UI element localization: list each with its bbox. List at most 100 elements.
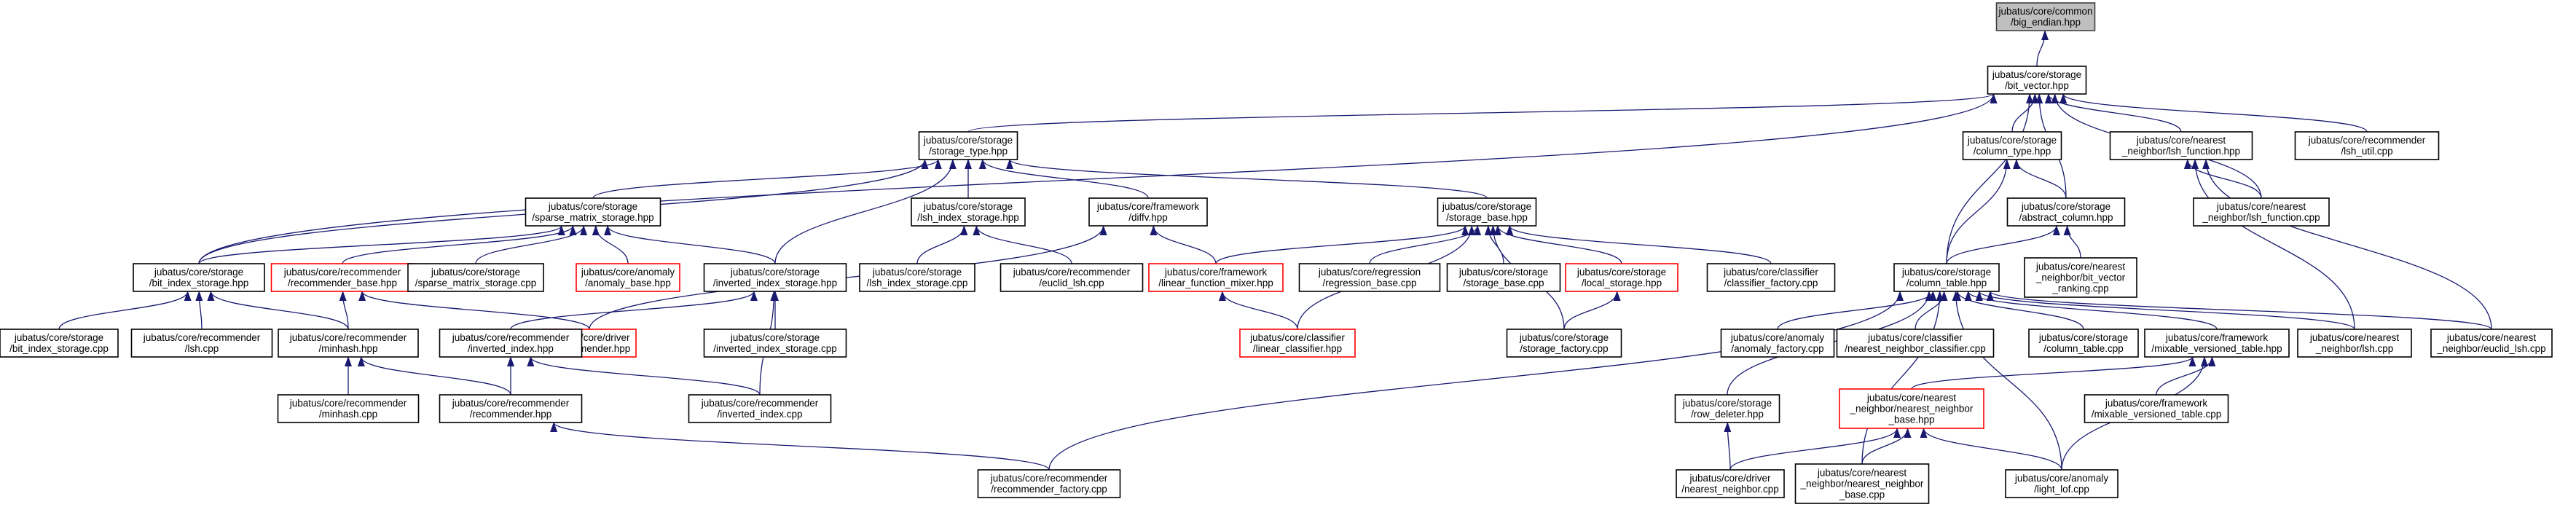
node-label-line: /storage_type.hpp: [929, 146, 1008, 157]
node-bit-vector-ranking[interactable]: jubatus/core/nearest_neighbor/bit_vector…: [2024, 257, 2137, 298]
dependency-edge: [1911, 356, 2196, 390]
node-nearest-neighbor-base-hpp[interactable]: jubatus/core/nearest_neighbor/nearest_ne…: [1839, 388, 1984, 429]
node-lsh-index-storage-cpp[interactable]: jubatus/core/storage/lsh_index_storage.c…: [859, 263, 975, 292]
node-lsh-cpp-rec[interactable]: jubatus/core/recommender/lsh.cpp: [130, 329, 273, 358]
node-box: [2028, 329, 2139, 358]
node-label-line: /storage_factory.cpp: [1520, 343, 1608, 354]
node-bit-vector[interactable]: jubatus/core/storage/bit_vector.hpp: [1987, 66, 2087, 95]
node-label-line: /lsh_index_storage.hpp: [917, 212, 1019, 223]
node-nn-euclid-lsh-cpp[interactable]: jubatus/core/nearest_neighbor/euclid_lsh…: [2430, 329, 2553, 358]
node-lsh-util[interactable]: jubatus/core/recommender/lsh_util.cpp: [2294, 131, 2440, 160]
dependency-edge: [358, 291, 590, 330]
node-label-line: jubatus/core/driver: [1689, 473, 1771, 484]
node-linear-function-mixer[interactable]: jubatus/core/framework/linear_function_m…: [1148, 263, 1284, 292]
node-label-line: jubatus/core/storage: [2021, 201, 2110, 212]
node-diffv[interactable]: jubatus/core/framework/diffv.hpp: [1088, 197, 1208, 227]
dependency-edge: [510, 291, 758, 330]
node-box: [1706, 263, 1836, 292]
node-label-line: jubatus/core/common: [1998, 6, 2092, 17]
node-recommender-base[interactable]: jubatus/core/recommender/recommender_bas…: [270, 263, 415, 292]
node-label-line: jubatus/core/recommender: [701, 398, 819, 409]
node-euclid-lsh-cpp[interactable]: jubatus/core/recommender/euclid_lsh.cpp: [1000, 263, 1144, 292]
node-label-line: jubatus/core/nearest: [2216, 201, 2306, 212]
dependency-edge: [475, 225, 588, 264]
node-box: [439, 394, 583, 423]
node-storage-factory[interactable]: jubatus/core/storage/storage_factory.cpp: [1506, 329, 1622, 358]
node-label-line: /nearest_neighbor_classifier.cpp: [1845, 343, 1986, 354]
node-box: [2109, 131, 2253, 160]
node-label-line: jubatus/core/anomaly: [1730, 332, 1825, 343]
node-linear-classifier[interactable]: jubatus/core/classifier/linear_classifie…: [1239, 329, 1356, 358]
node-box: [1720, 329, 1835, 358]
node-label-line: jubatus/core/framework: [2105, 398, 2208, 409]
node-inverted-index-storage-hpp[interactable]: jubatus/core/storage/inverted_index_stor…: [703, 263, 847, 292]
node-light-lof[interactable]: jubatus/core/anomaly/light_lof.cpp: [2005, 469, 2118, 498]
node-label-line: /lsh_index_storage.cpp: [867, 278, 968, 288]
node-local-storage[interactable]: jubatus/core/storage/local_storage.hpp: [1565, 263, 1678, 292]
node-storage-base-cpp[interactable]: jubatus/core/storage/storage_base.cpp: [1446, 263, 1561, 292]
node-box: [1676, 469, 1785, 498]
node-minhash-hpp[interactable]: jubatus/core/recommender/minhash.hpp: [278, 329, 419, 358]
node-nearest-neighbor-classifier[interactable]: jubatus/core/classifier/nearest_neighbor…: [1836, 329, 1995, 358]
node-label-line: jubatus/core/storage: [923, 201, 1013, 212]
dependency-edge: [1952, 291, 2062, 471]
node-inverted-index-cpp[interactable]: jubatus/core/recommender/inverted_index.…: [688, 394, 832, 423]
node-classifier-factory[interactable]: jubatus/core/classifier/classifier_facto…: [1706, 263, 1836, 292]
dependency-edge: [1777, 291, 1937, 330]
node-anomaly-base[interactable]: jubatus/core/anomaly/anomaly_base.hpp: [576, 263, 680, 292]
node-box: [2084, 394, 2229, 423]
node-label-line: /bit_index_storage.cpp: [9, 343, 109, 354]
node-column-table-hpp[interactable]: jubatus/core/storage/column_table.hpp: [1893, 263, 2000, 292]
node-column-table-cpp[interactable]: jubatus/core/storage/column_table.cpp: [2028, 329, 2139, 358]
node-anomaly-factory[interactable]: jubatus/core/anomaly/anomaly_factory.cpp: [1720, 329, 1835, 358]
dependency-edge: [1946, 93, 2034, 264]
node-box: [278, 329, 419, 358]
node-label-line: /mixable_versioned_table.hpp: [2151, 343, 2282, 354]
dependency-edge: [527, 356, 761, 396]
node-row-deleter[interactable]: jubatus/core/storage/row_deleter.hpp: [1674, 394, 1780, 423]
node-box: [439, 329, 583, 358]
node-nn-lsh-cpp[interactable]: jubatus/core/nearest_neighbor/lsh.cpp: [2297, 329, 2412, 358]
node-lsh-function-hpp[interactable]: jubatus/core/nearest_neighbor/lsh_functi…: [2109, 131, 2253, 160]
dependency-edge: [1484, 225, 1504, 264]
node-bit-index-storage-cpp[interactable]: jubatus/core/storage/bit_index_storage.c…: [0, 329, 119, 358]
node-label-line: /recommender_factory.cpp: [991, 484, 1107, 495]
node-label-line: jubatus/core/storage: [1901, 267, 1991, 278]
node-label-line: jubatus/core/nearest: [1817, 468, 1907, 479]
node-label-line: jubatus/core/storage: [1682, 398, 1772, 409]
node-minhash-cpp[interactable]: jubatus/core/recommender/minhash.cpp: [277, 394, 420, 423]
node-column-type[interactable]: jubatus/core/storage/column_type.hpp: [1962, 131, 2062, 160]
node-recommender-hpp[interactable]: jubatus/core/recommender/recommender.hpp: [439, 394, 583, 423]
node-inverted-index-storage-cpp[interactable]: jubatus/core/storage/inverted_index_stor…: [703, 329, 847, 358]
node-storage-base-hpp[interactable]: jubatus/core/storage/storage_base.hpp: [1437, 197, 1537, 227]
node-inverted-index-hpp[interactable]: jubatus/core/recommender/inverted_index.…: [439, 329, 583, 358]
node-box: [1446, 263, 1561, 292]
node-recommender-factory[interactable]: jubatus/core/recommender/recommender_fac…: [977, 469, 1121, 498]
dependency-edge: [1729, 428, 1901, 471]
node-nearest-neighbor-base-cpp[interactable]: jubatus/core/nearest_neighbor/nearest_ne…: [1794, 463, 1930, 504]
node-mixable-versioned-table-hpp[interactable]: jubatus/core/framework/mixable_versioned…: [2144, 329, 2290, 358]
node-label-line: jubatus/core/storage: [1442, 201, 1531, 212]
node-box: [1239, 329, 1356, 358]
node-abstract-column[interactable]: jubatus/core/storage/abstract_column.hpp: [2006, 197, 2126, 227]
node-label-line: _ranking.cpp: [2051, 283, 2108, 294]
node-mixable-versioned-table-cpp[interactable]: jubatus/core/framework/mixable_versioned…: [2084, 394, 2229, 423]
dependency-edge: [916, 225, 968, 264]
node-storage-type[interactable]: jubatus/core/storage/storage_type.hpp: [918, 131, 1018, 160]
node-label-line: jubatus/core/storage: [2038, 332, 2128, 343]
node-label-line: _base.hpp: [1888, 414, 1934, 425]
node-bit-index-storage-hpp[interactable]: jubatus/core/storage/bit_index_storage.h…: [133, 263, 265, 292]
node-box: [1839, 388, 1984, 429]
node-box: [2297, 329, 2412, 358]
node-regression-base[interactable]: jubatus/core/regression/regression_base.…: [1298, 263, 1441, 292]
node-label-line: /inverted_index.hpp: [468, 343, 554, 354]
node-sparse-matrix-storage-cpp[interactable]: jubatus/core/storage/sparse_matrix_stora…: [407, 263, 544, 292]
node-label-line: _neighbor/lsh.cpp: [2315, 343, 2394, 354]
dependency-edge: [2011, 93, 2039, 133]
node-driver-nearest-neighbor[interactable]: jubatus/core/driver/nearest_neighbor.cpp: [1676, 469, 1785, 498]
node-label-line: jubatus/core/storage: [1458, 267, 1548, 278]
node-lsh-function-cpp[interactable]: jubatus/core/nearest_neighbor/lsh_functi…: [2193, 197, 2330, 227]
node-sparse-matrix-storage-hpp[interactable]: jubatus/core/storage/sparse_matrix_stora…: [525, 197, 661, 227]
node-lsh-index-storage-hpp[interactable]: jubatus/core/storage/lsh_index_storage.h…: [911, 197, 1026, 227]
